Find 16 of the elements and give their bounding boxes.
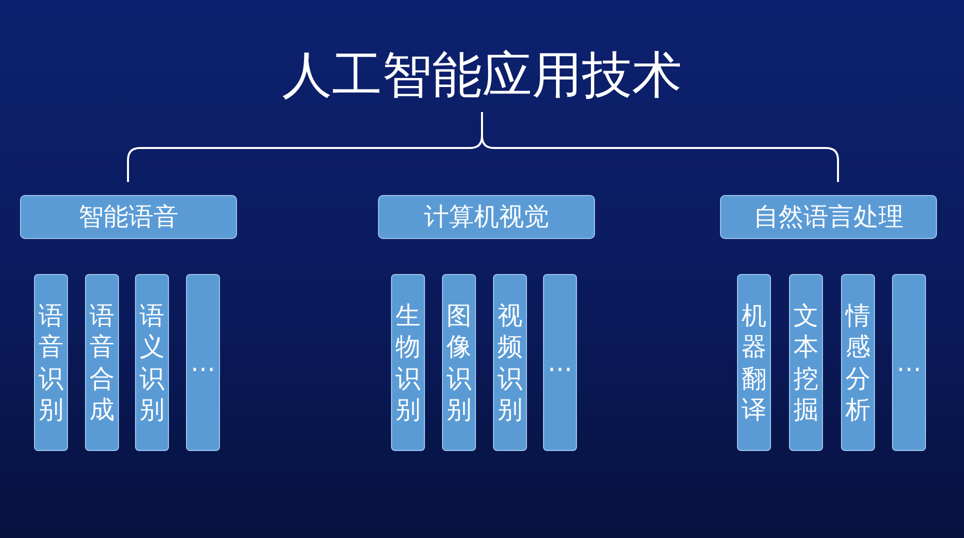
item-box: 情感分析 xyxy=(841,274,875,451)
category-box: 智能语音 xyxy=(20,195,237,239)
item-box: 语音合成 xyxy=(85,274,119,451)
title: 人工智能应用技术 xyxy=(281,45,683,106)
category-box: 计算机视觉 xyxy=(378,195,595,239)
item-box: 生物识别 xyxy=(391,274,425,451)
item-box: … xyxy=(186,274,220,451)
item-box: 语义识别 xyxy=(135,274,169,451)
category-box: 自然语言处理 xyxy=(720,195,937,239)
item-box: … xyxy=(543,274,577,451)
item-box: 机器翻译 xyxy=(737,274,771,451)
item-box: 语音识别 xyxy=(34,274,68,451)
item-box: 文本挖掘 xyxy=(789,274,823,451)
item-box: 图像识别 xyxy=(442,274,476,451)
item-box: 视频识别 xyxy=(493,274,527,451)
item-box: … xyxy=(892,274,926,451)
